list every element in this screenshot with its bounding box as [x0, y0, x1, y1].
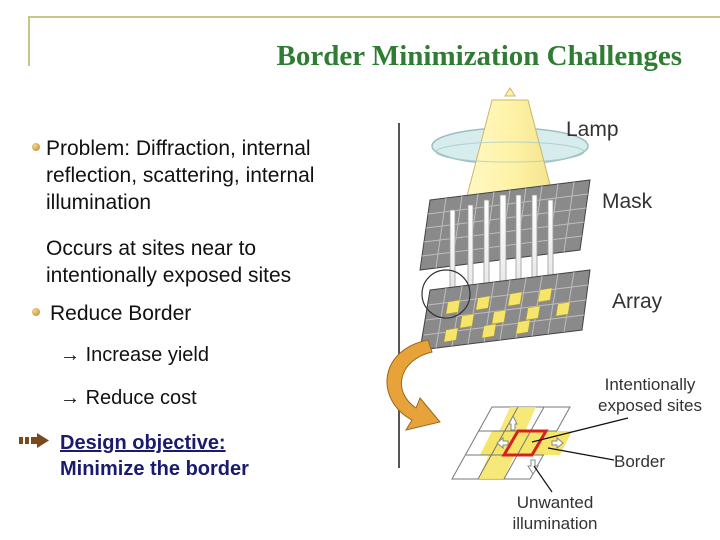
column-divider — [398, 123, 400, 468]
light-beams — [449, 194, 554, 301]
bullet-dot — [32, 143, 40, 151]
design-objective: Design objective: Minimize the border — [60, 430, 249, 482]
intentionally-line-2: exposed sites — [598, 396, 702, 415]
pointer-border — [547, 447, 615, 461]
unwanted-line-1: Unwanted — [516, 493, 594, 512]
lamp-disk-front — [435, 141, 585, 163]
lamp-label: Lamp — [566, 118, 619, 141]
problem-line-2: reflection, scattering, internal — [46, 164, 315, 187]
exposed-site-cells — [443, 287, 571, 343]
unwanted-line-2: illumination — [512, 514, 598, 533]
decorative-top-rule — [28, 16, 720, 18]
reduce-cost-text: Reduce cost — [85, 387, 197, 409]
right-arrow-icon: → — [60, 344, 80, 366]
objective-line-2: Minimize the border — [60, 458, 249, 480]
lamp-cone — [465, 99, 555, 201]
array-label: Array — [612, 290, 663, 313]
intentionally-exposed-label: Intentionally exposed sites — [588, 374, 712, 416]
increase-yield-text: Increase yield — [85, 344, 209, 366]
illumination-arrows — [496, 414, 564, 475]
border-outline — [501, 429, 549, 457]
slide-title: Border Minimization Challenges — [276, 40, 682, 72]
zoomed-array — [451, 406, 572, 480]
zoom-circle — [421, 269, 471, 319]
objective-line-1: Design objective: — [60, 432, 226, 454]
curved-arrow-icon — [386, 339, 441, 431]
decorative-left-rule — [28, 16, 30, 66]
reduce-cost-item: → Reduce cost — [60, 387, 197, 410]
lamp-tip — [504, 87, 516, 97]
right-arrow-icon: → — [60, 387, 80, 409]
intentionally-line-1: Intentionally — [604, 375, 696, 394]
occurs-line-2: intentionally exposed sites — [46, 264, 292, 287]
border-label: Border — [614, 452, 666, 471]
reduce-border-text: Reduce Border — [50, 302, 192, 325]
pointer-unwanted — [533, 465, 553, 493]
bullet-dot — [32, 308, 40, 316]
mask-label: Mask — [602, 190, 653, 213]
increase-yield-item: → Increase yield — [60, 344, 209, 367]
pointer-exposed-sites — [531, 417, 629, 443]
occurs-line-1: Occurs at sites near to — [46, 237, 257, 260]
dashed-arrow-icon — [19, 433, 49, 448]
problem-line-3: illumination — [46, 191, 152, 214]
problem-line-1: Problem: Diffraction, internal — [46, 137, 311, 160]
unwanted-illumination-label: Unwanted illumination — [500, 492, 610, 534]
